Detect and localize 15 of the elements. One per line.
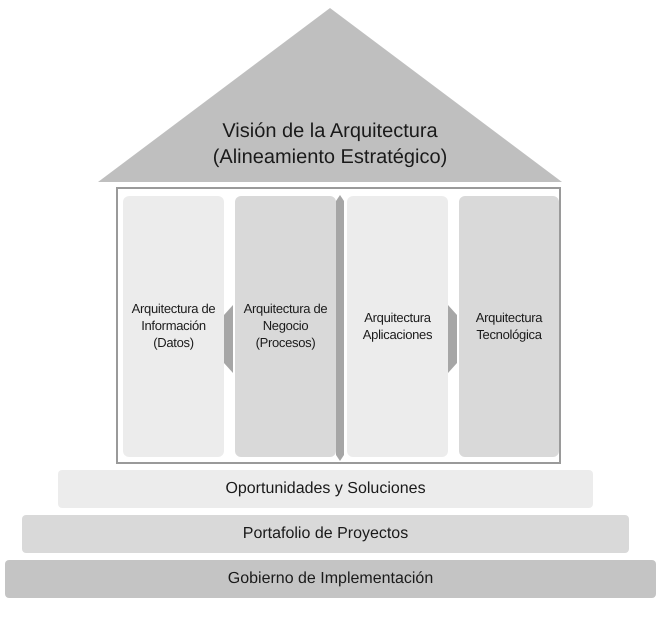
roof-title: Visión de la Arquitectura (Alineamiento Estratégico) bbox=[212, 119, 448, 170]
pillar-panel bbox=[347, 196, 448, 457]
pillar-panel bbox=[459, 196, 559, 457]
step-bar bbox=[22, 515, 629, 553]
step-label: Oportunidades y Soluciones bbox=[225, 478, 426, 499]
step-label: Gobierno de Implementación bbox=[228, 568, 434, 589]
pillar-label: Arquitectura Aplicaciones bbox=[362, 310, 434, 344]
pillar-label: Arquitectura de Negocio (Procesos) bbox=[242, 301, 328, 352]
pillar-label: Arquitectura Tecnológica bbox=[474, 310, 544, 344]
pillar-panel bbox=[235, 196, 336, 457]
step-bar bbox=[5, 560, 656, 598]
step-label: Portafolio de Proyectos bbox=[242, 524, 408, 544]
pillar-label: Arquitectura de Información (Datos) bbox=[130, 301, 216, 352]
pillar-frame bbox=[116, 187, 561, 464]
pillar-panel bbox=[123, 196, 224, 457]
